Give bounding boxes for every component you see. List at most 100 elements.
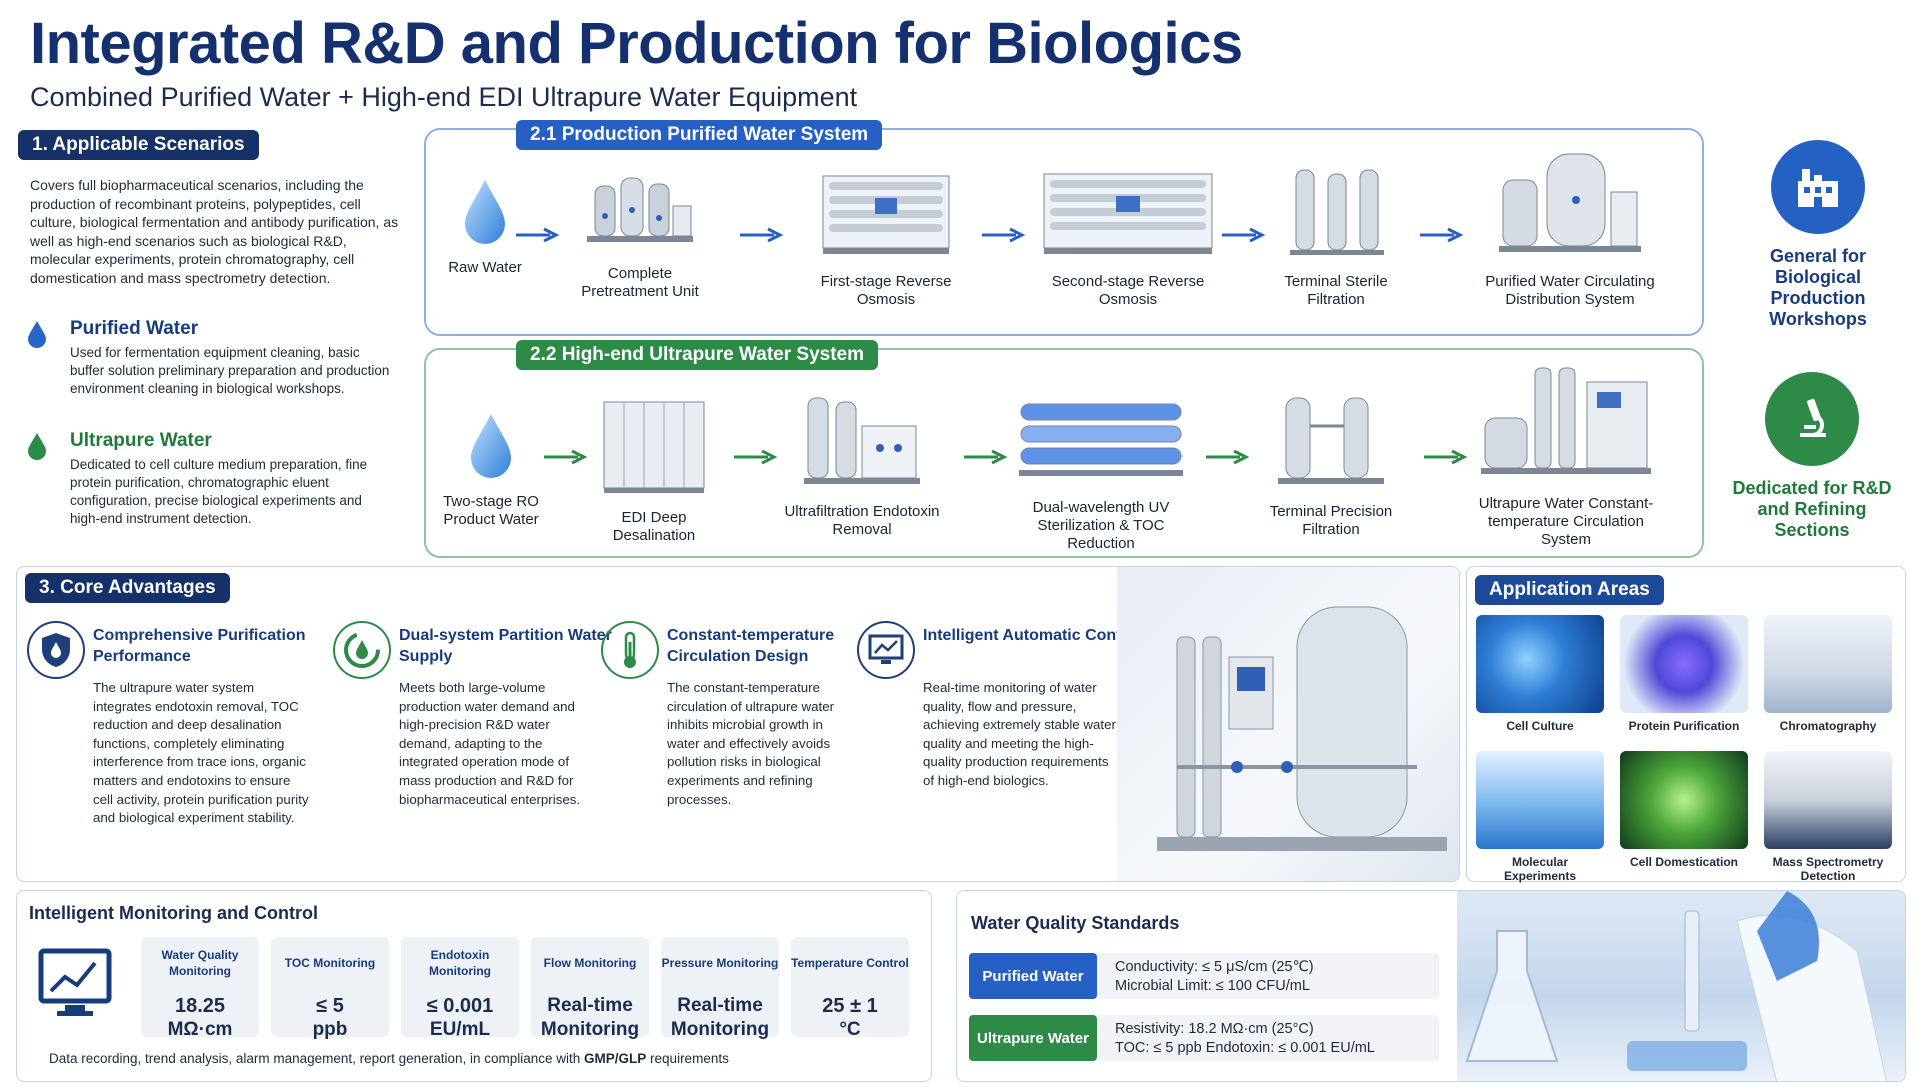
stage-label: Terminal Precision Filtration: [1269, 503, 1393, 538]
app-label: Cell Domestication: [1629, 855, 1739, 869]
arrow-right-icon: [516, 228, 560, 242]
monitor-chart-icon: [38, 948, 112, 1016]
filter-housing-icon: [1290, 169, 1384, 255]
side-label: Dedicated for R&D and Refining Sections: [1732, 478, 1892, 540]
card-water-quality: Water Quality Monitoring 18.25 MΩ·cm: [141, 937, 259, 1040]
stage-first-ro: First-stage Reverse Osmosis: [802, 166, 970, 309]
arrow-right-icon: [982, 228, 1026, 242]
app-molecular-experiments: Molecular Experiments: [1475, 751, 1605, 883]
advantage-title: Comprehensive Purification Performance: [93, 627, 306, 665]
standard-tag: Ultrapure Water: [969, 1015, 1097, 1061]
card-unit: EU/mL: [429, 1019, 491, 1040]
card-flow: Flow Monitoring Real-time Monitoring: [531, 937, 649, 1040]
pretreatment-unit-icon: [587, 177, 693, 242]
app-cell-culture: Cell Culture: [1475, 615, 1605, 733]
advantage-constant-temperature: Constant-temperature Circulation Design …: [601, 621, 871, 861]
reverse-osmosis-icon: [822, 175, 950, 254]
stage-label: EDI Deep Desalination: [612, 509, 696, 544]
card-unit: Monitoring: [540, 1019, 640, 1040]
stage-label: Raw Water: [448, 259, 522, 276]
shield-icon: [27, 621, 85, 679]
ultrafiltration-icon: [804, 397, 920, 484]
stage-edi: EDI Deep Desalination: [592, 396, 716, 545]
arrow-right-icon: [734, 450, 778, 464]
app-chromatography: Chromatography: [1763, 615, 1893, 733]
purified-water-block: Purified Water Used for fermentation equ…: [26, 318, 406, 418]
stage-raw-water: Raw Water: [440, 178, 530, 277]
app-label: Chromatography: [1779, 719, 1877, 733]
standard-row-purified: Purified Water Conductivity: ≤ 5 μS/cm (…: [969, 953, 1439, 999]
card-toc: TOC Monitoring ≤ 5 ppb: [271, 937, 389, 1040]
app-label: Mass Spectrometry Detection: [1772, 855, 1884, 883]
purified-water-system-panel: 2.1 Production Purified Water System Raw…: [424, 120, 1704, 336]
advantage-desc: The ultrapure water system integrates en…: [93, 680, 309, 826]
stage-ro-product-water: Two-stage RO Product Water: [436, 412, 546, 529]
card-unit: MΩ·cm: [167, 1019, 233, 1040]
card-label: Endotoxin Monitoring: [429, 948, 491, 978]
card-label: Pressure Monitoring: [661, 956, 779, 970]
stage-label: Ultrapure Water Constant-temperature Cir…: [1478, 495, 1654, 548]
edi-module-icon: [603, 401, 705, 493]
standard-line: Conductivity: ≤ 5 μS/cm (25℃): [1115, 959, 1314, 975]
water-drop-icon: [28, 433, 46, 460]
spectrometer-image: [1764, 751, 1892, 849]
advantage-title: Constant-temperature Circulation Design: [667, 627, 835, 665]
card-temperature: Temperature Control 25 ± 1 °C: [791, 937, 909, 1040]
arrow-right-icon: [1206, 450, 1250, 464]
standard-tag: Purified Water: [969, 953, 1097, 999]
app-mass-spectrometry: Mass Spectrometry Detection: [1763, 751, 1893, 883]
card-unit: °C: [839, 1019, 861, 1040]
stage-ultrafiltration: Ultrafiltration Endotoxin Removal: [782, 386, 942, 539]
card-value: Real-time: [677, 995, 763, 1016]
stage-label: Ultrafiltration Endotoxin Removal: [784, 503, 940, 538]
footer-standard: GMP/GLP: [584, 1051, 647, 1066]
water-quality-standards-section: Water Quality Standards Purified Water C…: [956, 890, 1906, 1082]
storage-tank-icon: [1499, 153, 1641, 252]
side-label: General for Biological Production Worksh…: [1769, 246, 1867, 329]
page-title: Integrated R&D and Production for Biolog…: [30, 11, 1243, 76]
advantage-desc: Real-time monitoring of water quality, f…: [923, 680, 1116, 788]
cell-image: [1620, 751, 1748, 849]
arrow-right-icon: [544, 450, 588, 464]
factory-icon: [1771, 140, 1865, 234]
recycle-drop-icon: [333, 621, 391, 679]
stage-uv-sterilization: Dual-wavelength UV Sterilization & TOC R…: [1006, 394, 1196, 553]
standard-line: TOC: ≤ 5 ppb Endotoxin: ≤ 0.001 EU/mL: [1115, 1040, 1375, 1056]
ultrapure-water-system-panel: 2.2 High-end Ultrapure Water System Two-…: [424, 340, 1704, 558]
filter-housing-icon: [1278, 397, 1384, 484]
cell-image: [1476, 615, 1604, 713]
protein-image: [1620, 615, 1748, 713]
card-unit: ppb: [312, 1019, 348, 1040]
water-drop-icon: [28, 321, 46, 348]
advantage-title: Intelligent Automatic Control: [923, 627, 1142, 644]
advantage-dual-system: Dual-system Partition Water Supply Meets…: [333, 621, 613, 861]
arrow-right-icon: [1420, 228, 1464, 242]
circulation-system-icon: [1481, 367, 1651, 474]
rd-refining-badge: Dedicated for R&D and Refining Sections: [1722, 372, 1902, 541]
stage-label: Terminal Sterile Filtration: [1284, 273, 1388, 308]
equipment-photo: [1117, 567, 1459, 881]
app-cell-domestication: Cell Domestication: [1619, 751, 1749, 869]
stage-label: Complete Pretreatment Unit: [581, 265, 699, 300]
standard-line: Microbial Limit: ≤ 100 CFU/mL: [1115, 978, 1310, 994]
card-endotoxin: Endotoxin Monitoring ≤ 0.001 EU/mL: [401, 937, 519, 1040]
water-drop-icon: [471, 414, 511, 478]
application-areas-section: Application Areas Cell Culture Protein P…: [1466, 566, 1906, 883]
advantage-desc: Meets both large-volume production water…: [399, 680, 581, 807]
arrow-right-icon: [1222, 228, 1266, 242]
standard-values: Resistivity: 18.2 MΩ·cm (25°C) TOC: ≤ 5 …: [1115, 1020, 1375, 1058]
card-label: Temperature Control: [791, 956, 909, 970]
stage-label: First-stage Reverse Osmosis: [820, 273, 952, 308]
advantage-purification: Comprehensive Purification Performance T…: [27, 621, 327, 861]
stage-second-ro: Second-stage Reverse Osmosis: [1034, 166, 1222, 309]
section-heading-scenarios: 1. Applicable Scenarios: [18, 130, 259, 160]
stage-precision-filtration: Terminal Precision Filtration: [1256, 386, 1406, 539]
standard-line: Resistivity: 18.2 MΩ·cm (25°C): [1115, 1021, 1314, 1037]
footer-text: Data recording, trend analysis, alarm ma…: [49, 1051, 585, 1066]
card-value: 25 ± 1: [822, 995, 878, 1017]
uv-sterilizer-icon: [1019, 403, 1183, 476]
lab-photo: [1457, 891, 1905, 1081]
app-label: Molecular Experiments: [1503, 855, 1577, 883]
scenarios-intro: Covers full biopharmaceutical scenarios,…: [30, 177, 399, 286]
ultrapure-water-title: Ultrapure Water: [70, 430, 212, 451]
